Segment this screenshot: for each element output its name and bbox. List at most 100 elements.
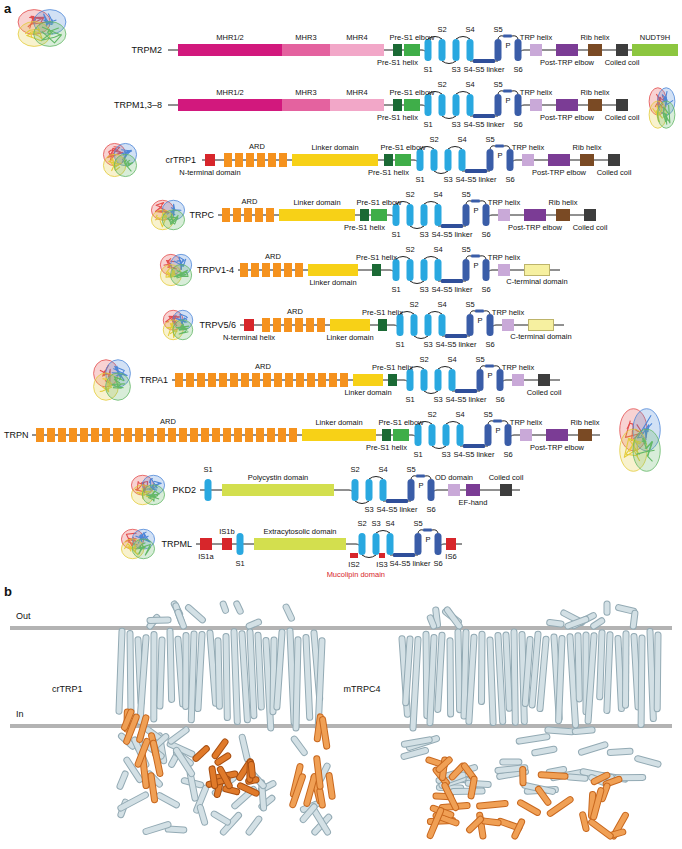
family-name: TRPV5/6 [199,320,236,331]
helix-edge [127,717,137,741]
tm-helix [417,149,424,171]
tm-helix [429,424,436,446]
segment-label: S5 [461,245,470,254]
panel-letter: b [4,584,12,599]
loop-line [442,61,456,64]
helix-body [189,608,203,620]
domain-label: Coiled coil [605,58,640,67]
segment-label: S5 [485,135,494,144]
domain-label: Pre-S1 elbow [380,143,425,152]
helix-edge [559,639,562,721]
helix-edge [413,640,418,729]
domain-box: Pre-S1 elbow [404,99,420,111]
segment-label: S6 [481,230,490,239]
helix-edge [241,786,257,793]
segment-label: S4 [385,519,394,528]
family-name: TRPM2 [131,45,162,56]
helix-body [623,634,629,706]
loop-line [362,555,376,558]
helix-body [550,623,561,624]
domain-label: TRP helix [488,253,520,262]
loop-line [466,201,471,204]
tm-helix [467,39,474,61]
structure-name: crTRP1 [52,684,83,695]
helix-body [549,770,563,773]
panel-letter: a [4,1,11,16]
helix-body [251,764,252,775]
helix-body [594,791,601,817]
tm-helix [359,533,366,555]
structure-thumbnail [163,310,192,339]
helix-body [250,632,254,716]
domain-label: C-terminal domain [506,277,567,286]
segment-label: S1 [423,120,432,129]
helix-edge [140,718,146,740]
domain-box: Post-TRP elbow [548,154,570,166]
helix-body [198,634,202,708]
pore-helix [493,420,502,423]
helix-body [307,777,315,804]
domain-label: Pre-S1 helix [368,168,409,177]
domain-label: Pre-S1 helix [356,253,397,262]
helix-edge [430,638,434,723]
domain-label: C-terminal domain [510,332,571,341]
domain-label: Pre-S1 helix [377,113,418,122]
helix-body [247,763,253,780]
tm-helix [237,533,244,555]
segment-label: S3 [433,395,442,404]
segment-label: P [495,426,500,435]
helix-edge [146,825,168,832]
helix-body [520,770,525,783]
helix-edge [634,636,638,707]
domain-label: Pre-S1 helix [377,58,418,67]
segment-label: S4-S5 linker [432,230,473,239]
repeat-domain: ARD [175,373,351,387]
loop-line [512,91,518,94]
tm-helix [467,94,474,116]
segment-label: P [477,316,482,325]
loop-line [442,116,456,119]
domain-box: NUDT9H [632,44,678,56]
helix-body [655,635,661,709]
helix-body [469,637,474,721]
linker-helix [386,499,408,503]
helix-body [532,634,538,705]
helix-edge [447,610,459,626]
helix-body [541,775,565,777]
helix-edge [242,634,247,720]
domain-box: Pre-S1 helix [382,429,391,441]
helix-body [452,766,462,777]
linker-helix [473,59,495,63]
tm-helix [435,259,442,281]
loop-line [424,202,438,205]
segment-label: S6 [503,450,512,459]
tm-helix [487,314,494,336]
tm-helix [435,369,442,391]
segment-label: P [473,261,478,270]
helix-edge [503,759,519,766]
subunit-trace [167,215,178,224]
helix-edge [170,631,172,699]
helix-body [570,777,585,778]
tm-helix [485,424,492,446]
helix-edge [439,760,449,769]
tm-helix [463,259,470,281]
helix-body [218,641,219,706]
domain-label: Coiled coil [489,473,524,482]
helix-edge [293,777,303,805]
domain-label: MHR4 [346,88,367,97]
helix-body [447,610,459,626]
domain-label: Coiled coil [597,168,632,177]
domain-box: Post-TRP elbow [524,209,546,221]
helix-edge [150,616,168,624]
tm-helix [483,259,490,281]
helix-edge [490,640,493,722]
helix-body [160,796,177,805]
structure-thumbnail [103,143,136,176]
domain-box: Post-TRP elbow [546,429,568,441]
helix-edge [218,641,219,706]
helix-edge [178,639,183,704]
helix-edge [119,631,122,711]
loop-line [410,226,424,229]
pore-helix [475,310,484,313]
